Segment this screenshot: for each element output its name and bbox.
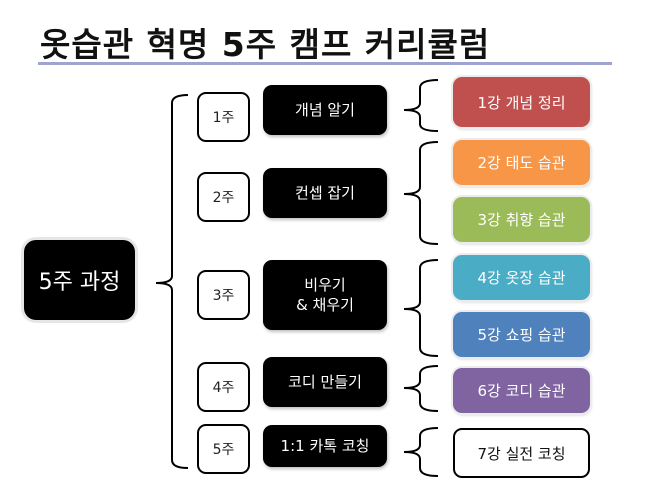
lecture-node-6: 6강 코디 습관 bbox=[453, 368, 590, 413]
topic-node-2: 컨셉 잡기 bbox=[263, 168, 387, 218]
topic-node-1: 개념 알기 bbox=[263, 85, 387, 135]
week-node-3: 3주 bbox=[197, 270, 250, 320]
week2-bracket bbox=[403, 141, 439, 245]
week1-bracket bbox=[403, 79, 439, 132]
course-root-node: 5주 과정 bbox=[24, 240, 135, 320]
lecture-node-4: 4강 옷장 습관 bbox=[453, 255, 590, 300]
lecture-node-2: 2강 태도 습관 bbox=[453, 140, 590, 185]
main-bracket bbox=[155, 94, 189, 469]
lecture-node-1: 1강 개념 정리 bbox=[453, 77, 590, 127]
title-underline bbox=[38, 62, 612, 65]
week-node-4: 4주 bbox=[197, 362, 250, 412]
week-node-1: 1주 bbox=[197, 92, 250, 142]
lecture-node-3: 3강 취향 습관 bbox=[453, 197, 590, 242]
week3-bracket bbox=[403, 259, 439, 357]
page-title: 옷습관 혁명 5주 캠프 커리큘럼 bbox=[40, 25, 491, 64]
week-node-5: 5주 bbox=[197, 424, 250, 474]
topic-node-4: 코디 만들기 bbox=[263, 357, 387, 407]
lecture-node-7: 7강 실전 코칭 bbox=[453, 428, 590, 478]
week5-bracket bbox=[403, 427, 439, 477]
lecture-node-5: 5강 쇼핑 습관 bbox=[453, 312, 590, 357]
week4-bracket bbox=[403, 365, 439, 412]
week-node-2: 2주 bbox=[197, 172, 250, 222]
topic-node-5: 1:1 카톡 코칭 bbox=[263, 425, 387, 467]
topic-node-3: 비우기 & 채우기 bbox=[263, 260, 387, 330]
